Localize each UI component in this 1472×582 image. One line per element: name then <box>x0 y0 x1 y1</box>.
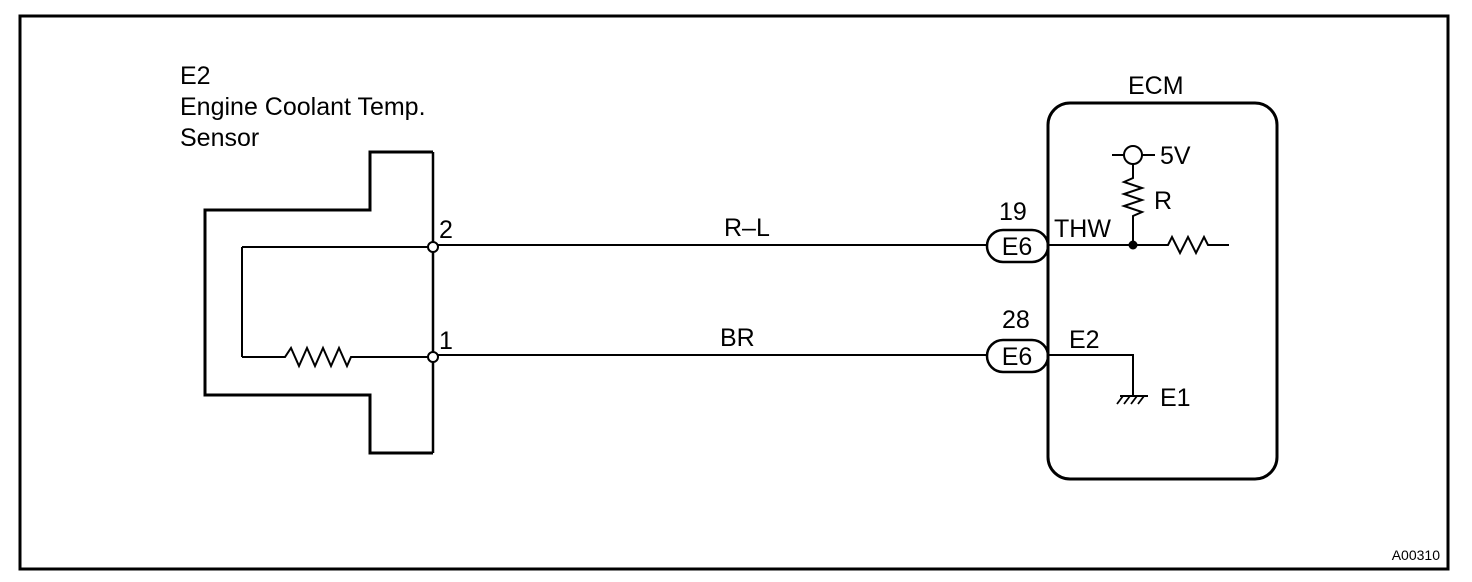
wire-r-l-color: R–L <box>724 214 770 242</box>
sensor-pin-2-label: 2 <box>439 216 453 244</box>
sensor-housing-outline <box>203 150 433 455</box>
e2-ground-wire <box>1048 354 1134 396</box>
thermistor-resistor <box>242 345 429 369</box>
connector-top-pin-number: 19 <box>999 198 1027 226</box>
sensor-pin-1-label: 1 <box>439 327 453 355</box>
pullup-resistor-label: R <box>1154 187 1172 215</box>
supply-voltage: 5V <box>1160 142 1191 170</box>
ground-label: E1 <box>1160 384 1191 412</box>
ecm-box <box>1046 101 1279 481</box>
sensor-name-line1: Engine Coolant Temp. <box>180 93 426 121</box>
sensor-pin-1-node <box>427 351 439 363</box>
sensor-pin-2-node <box>427 241 439 253</box>
thw-internal-resistor <box>1133 234 1229 256</box>
wire-br-color: BR <box>720 324 755 352</box>
pullup-resistor <box>1120 164 1146 245</box>
connector-bottom-code: E6 <box>1002 343 1033 371</box>
diagram-frame <box>18 14 1450 571</box>
figure-code: A00310 <box>1392 547 1440 563</box>
supply-terminal <box>1123 145 1143 165</box>
connector-top-code: E6 <box>1002 233 1033 261</box>
sensor-name-line2: Sensor <box>180 124 259 152</box>
ground-symbol <box>1116 395 1145 405</box>
ecm-title: ECM <box>1128 72 1184 100</box>
sensor-code: E2 <box>180 62 211 90</box>
connector-bottom-pin-number: 28 <box>1002 306 1030 334</box>
terminal-e2-label: E2 <box>1069 326 1100 354</box>
terminal-thw-label: THW <box>1054 215 1111 243</box>
